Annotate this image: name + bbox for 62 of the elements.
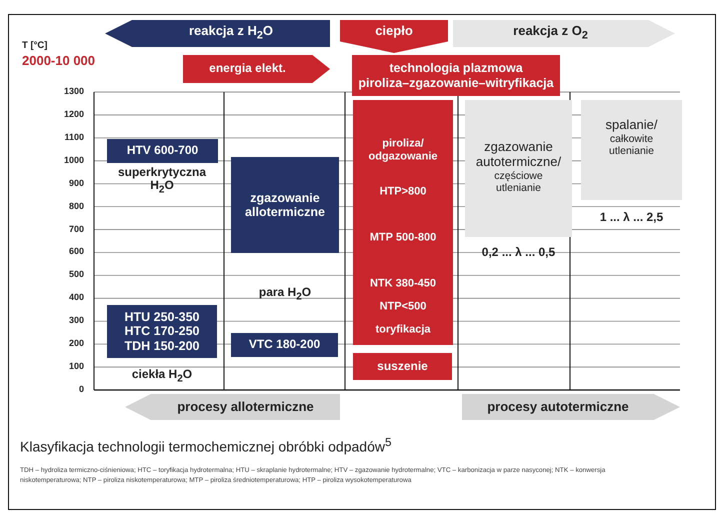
- axis-tick-label: 200: [68, 338, 84, 348]
- box-label: HTC 170-250: [124, 324, 200, 339]
- box-label: piroliza–zgazowanie–witryfikacja: [358, 76, 554, 90]
- box-label: toryfikacja: [374, 324, 432, 336]
- box-label: suszenie: [377, 360, 428, 374]
- arrow-banner: [105, 20, 330, 47]
- box-label: technologia plazmowa: [389, 61, 523, 76]
- box-label: reakcja z H$_{2}$O: [188, 24, 274, 43]
- axis-tick-label: 1200: [62, 108, 84, 119]
- arrow-banner: [340, 20, 448, 53]
- box-label: spalanie/: [604, 118, 659, 133]
- box-label: częściowe utlenianie: [493, 170, 544, 194]
- axis-tick-label: 1100: [63, 132, 84, 142]
- caption: Klasyfikacja technologii termochemicznej obróbki odpadów$^{5}$: [20, 436, 392, 455]
- process-box: [465, 100, 572, 237]
- axis-tick-label: 1000: [62, 154, 84, 165]
- phase-label: para H$_{2}$O: [258, 285, 312, 302]
- temperature-range: 2000-10 000: [22, 53, 96, 68]
- box-label: TDH 150-200: [124, 338, 200, 354]
- arrow-banner: [453, 20, 675, 47]
- phase-label: superkrytyczna H$_{2}$O: [116, 166, 208, 196]
- box-label: zgazowanie allotermiczne: [244, 190, 326, 220]
- box-label: reakcja z O$_{2}$: [513, 24, 588, 43]
- process-box: [107, 305, 217, 358]
- box-label: całkowite utlenianie: [608, 132, 655, 158]
- axis-tick-label: 300: [68, 315, 84, 326]
- axis-title: T [°C]: [22, 40, 48, 51]
- box-label: VTC 180-200: [248, 338, 320, 352]
- process-box: [231, 333, 338, 357]
- axis-tick-label: 500: [68, 269, 84, 280]
- box-label: HTP>800: [378, 186, 428, 198]
- box-label: procesy autotermiczne: [487, 400, 629, 414]
- box-label: piroliza/ odgazowanie: [367, 137, 439, 163]
- axis-tick-label: 400: [68, 292, 84, 302]
- process-box: [353, 353, 452, 380]
- box-label: MTP 500-800: [368, 232, 438, 244]
- lambda-range: 0,2 ... λ ... 0,5: [480, 245, 556, 259]
- box-label: NTK 380-450: [368, 278, 438, 290]
- axis-tick-label: 700: [68, 224, 84, 234]
- process-box: [581, 100, 682, 200]
- process-box: [352, 55, 560, 96]
- box-label: NTP<500: [378, 300, 428, 314]
- box-label: ciepło: [375, 24, 413, 39]
- axis-tick-label: 800: [68, 200, 84, 211]
- box-label: HTU 250-350: [124, 310, 200, 324]
- phase-label: ciekła H$_{2}$O: [130, 367, 194, 384]
- arrow-banner: [183, 55, 330, 83]
- box-label: energia elekt.: [209, 62, 286, 76]
- axis-tick-label: 100: [68, 361, 84, 372]
- axis-tick-label: 1300: [62, 86, 84, 96]
- arrow-banner: [125, 394, 340, 420]
- box-label: zgazowanie autotermiczne/: [474, 140, 562, 170]
- axis-tick-label: 600: [68, 246, 84, 256]
- axis-tick-label: 900: [68, 178, 84, 188]
- arrow-banner: [462, 394, 680, 420]
- lambda-range: 1 ... λ ... 2,5: [598, 210, 664, 224]
- process-box: [353, 100, 453, 345]
- box-label: procesy allotermiczne: [177, 400, 314, 414]
- process-box: [231, 157, 339, 253]
- process-box: [107, 139, 218, 163]
- box-label: HTV 600-700: [126, 144, 198, 158]
- axis-tick-label: 0: [78, 384, 84, 394]
